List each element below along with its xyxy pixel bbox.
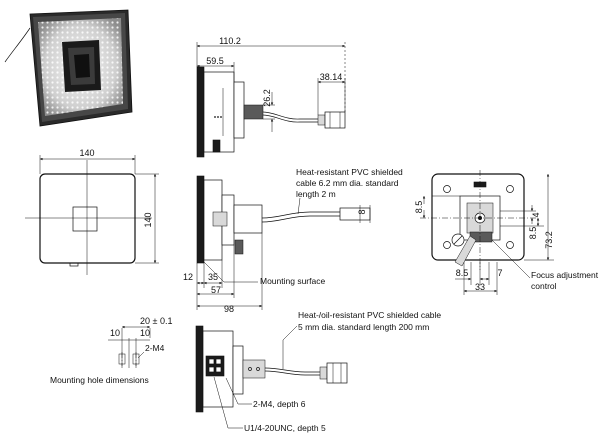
rear-dimension-8-5-top: 8.5 <box>414 201 424 214</box>
rear-dimension-8-5-bottom: 8.5 <box>456 268 469 278</box>
top-view: 110.2 59.5 38.14 26.2 <box>196 36 346 158</box>
dimension-35: 35 <box>208 272 218 282</box>
rear-dimension-4: 4 <box>531 212 541 217</box>
mounting-thread-label: 2-M4 <box>145 343 165 353</box>
front-width-dimension: 140 <box>79 148 94 158</box>
dimension-57: 57 <box>211 285 221 295</box>
product-photo <box>4 9 133 127</box>
top-connector-dimension: 38.14 <box>320 72 343 82</box>
mounting-dim-10-left: 10 <box>110 328 120 338</box>
rear-view: 8.5 4 8.5 73.2 8.5 7 33 Focus adjustment… <box>414 170 599 295</box>
mounting-hole-title: Mounting hole dimensions <box>50 375 149 385</box>
bottom-thread-label: 2-M4, depth 6 <box>253 399 306 409</box>
rear-dimension-7: 7 <box>497 268 502 278</box>
front-height-dimension: 140 <box>143 212 153 227</box>
top-height-dimension: 26.2 <box>262 89 272 107</box>
rear-dimension-8-5-right: 8.5 <box>528 227 538 240</box>
cable-note-line3: length 2 m <box>296 189 336 199</box>
dimension-98: 98 <box>224 304 234 314</box>
top-body-dimension: 59.5 <box>206 56 224 66</box>
cable-note-line2: cable 6.2 mm dia. standard <box>296 178 399 188</box>
front-view: 140 140 <box>25 148 159 275</box>
bottom-cable-note-line2: 5 mm dia. standard length 200 mm <box>298 322 429 332</box>
cable-note-line1: Heat-resistant PVC shielded <box>296 167 403 177</box>
focus-adjustment-line2: control <box>531 281 557 291</box>
mounting-spacing-label: 20 ± 0.1 <box>140 316 172 326</box>
mounting-surface-label: Mounting surface <box>260 276 325 286</box>
mounting-dim-10-right: 10 <box>140 328 150 338</box>
rear-dimension-73-2: 73.2 <box>544 231 554 249</box>
rear-dimension-33: 33 <box>475 282 485 292</box>
mounting-hole-dimensions: 20 ± 0.1 10 10 2-M4 Mounting hole dimens… <box>50 316 172 385</box>
side-connector-dimension: 8 <box>357 209 367 214</box>
bottom-view: Heat-/oil-resistant PVC shielded cable 5… <box>195 310 441 433</box>
bottom-unc-label: U1/4-20UNC, depth 5 <box>244 423 326 433</box>
dimension-12: 12 <box>183 272 193 282</box>
side-view: 8 Heat-resistant PVC shielded cable 6.2 … <box>183 167 403 314</box>
top-overall-dimension: 110.2 <box>219 36 241 46</box>
focus-adjustment-line1: Focus adjustment <box>531 270 599 280</box>
bottom-cable-note-line1: Heat-/oil-resistant PVC shielded cable <box>298 310 441 320</box>
